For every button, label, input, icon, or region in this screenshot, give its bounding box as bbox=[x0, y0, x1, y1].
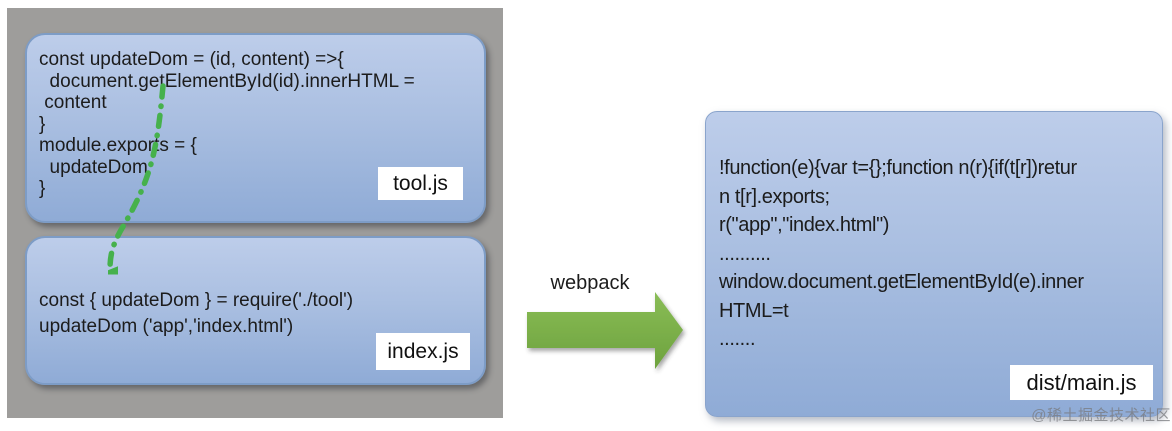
tool-js-code: const updateDom = (id, content) =>{ docu… bbox=[39, 49, 415, 199]
tool-js-box: const updateDom = (id, content) =>{ docu… bbox=[25, 33, 486, 223]
dist-main-js-filename-tag: dist/main.js bbox=[1010, 365, 1153, 400]
index-js-filename-tag: index.js bbox=[376, 333, 470, 370]
dist-main-js-code: !function(e){var t={};function n(r){if(t… bbox=[719, 157, 1084, 350]
index-js-filename: index.js bbox=[387, 339, 459, 363]
watermark: @稀土掘金技术社区 bbox=[1031, 407, 1171, 424]
tool-js-filename-tag: tool.js bbox=[378, 167, 463, 200]
index-js-code: const { updateDom } = require('./tool') … bbox=[39, 290, 354, 337]
webpack-arrow bbox=[527, 292, 683, 369]
webpack-label: webpack bbox=[550, 272, 630, 294]
dist-main-js-filename: dist/main.js bbox=[1026, 369, 1137, 395]
tool-js-filename: tool.js bbox=[393, 171, 448, 195]
